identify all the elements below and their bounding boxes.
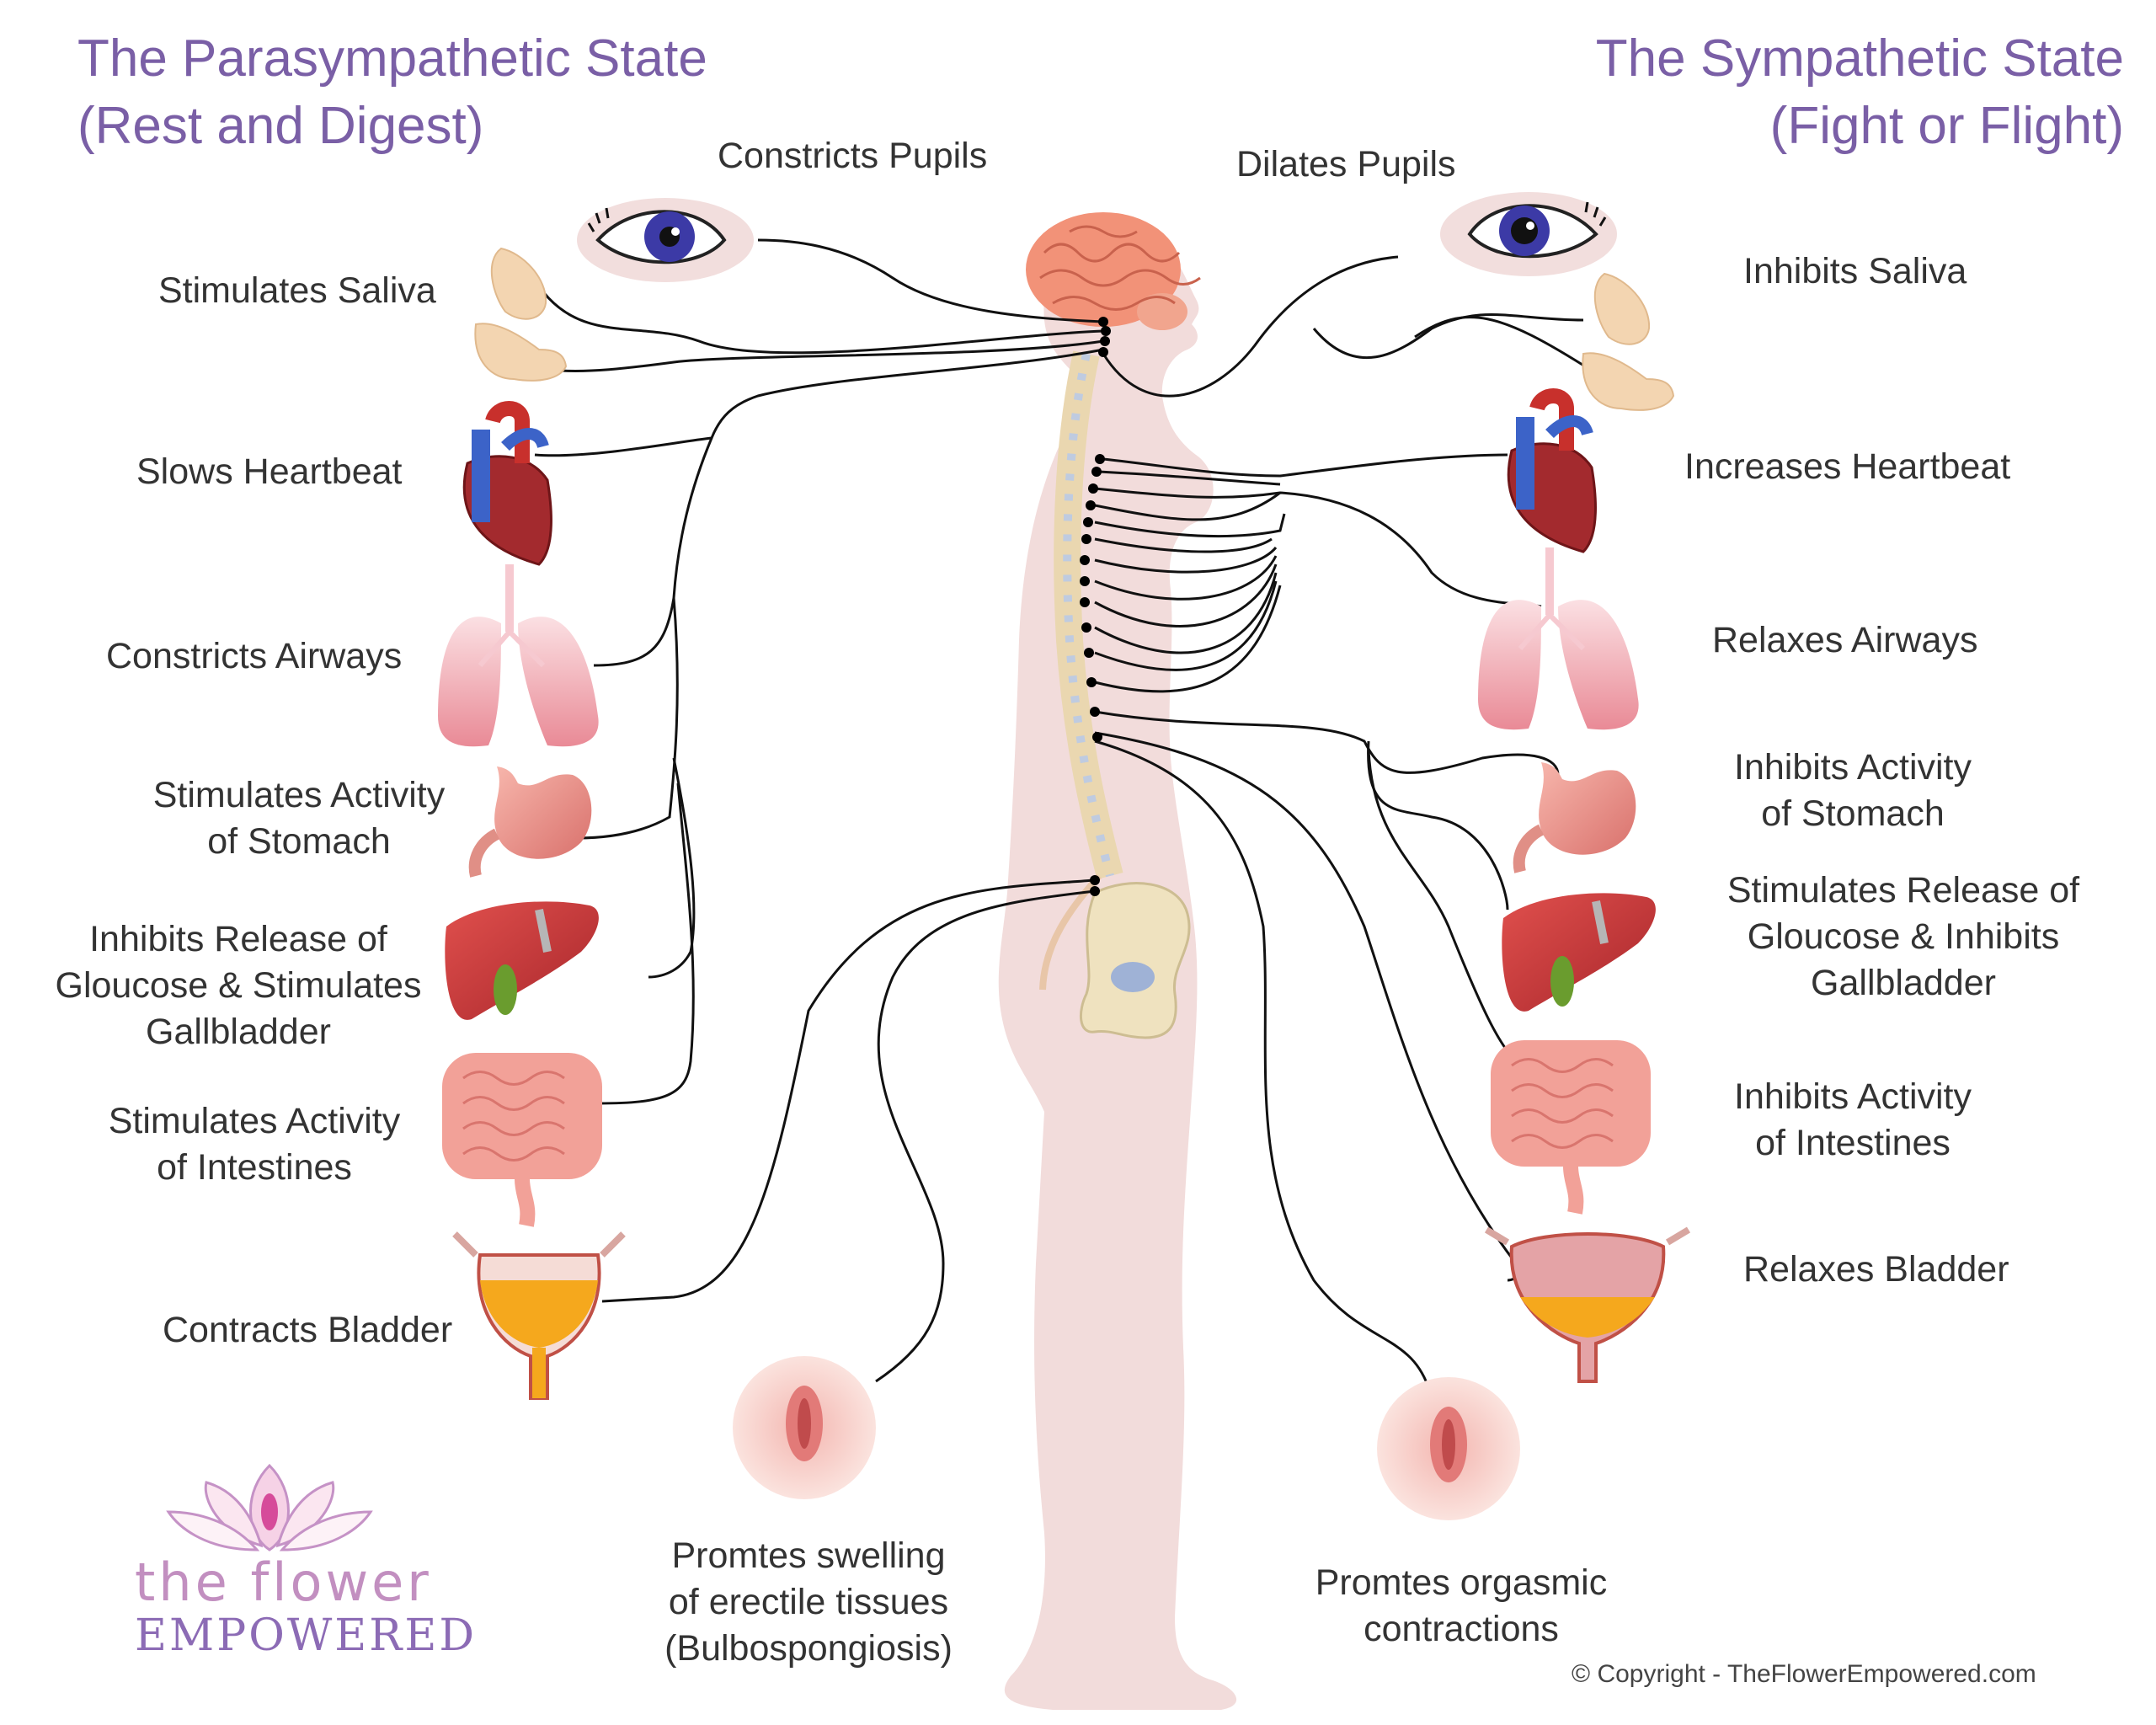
label-inhibits-intestines-line1: Inhibits Activity — [1734, 1076, 1972, 1117]
label-promotes-swelling: Promtes swelling of erectile tissues (Bu… — [644, 1533, 973, 1672]
label-inhibits-saliva: Inhibits Saliva — [1743, 251, 1967, 291]
title-sympathetic-line2: (Fight or Flight) — [1769, 97, 2124, 155]
title-parasympathetic-line2: (Rest and Digest) — [77, 97, 484, 155]
eye-icon — [577, 198, 754, 282]
label-promotes-swelling-line2: of erectile tissues — [668, 1582, 949, 1622]
label-promotes-swelling-line3: (Bulbospongiosis) — [664, 1628, 953, 1669]
label-increases-heartbeat: Increases Heartbeat — [1684, 446, 2011, 487]
label-stimulates-stomach-line1: Stimulates Activity — [152, 775, 446, 815]
salivary-gland-icon — [474, 247, 568, 382]
label-stimulates-intestines-line2: of Intestines — [157, 1147, 352, 1188]
label-inhibits-stomach-line2: of Stomach — [1761, 793, 1945, 834]
bladder-icon — [1484, 1226, 1691, 1383]
vulva-icon — [1377, 1377, 1520, 1520]
intestines-icon — [1491, 1040, 1651, 1215]
label-relaxes-bladder: Relaxes Bladder — [1743, 1249, 2009, 1290]
stomach-icon — [468, 766, 592, 878]
sympathetic-nerves — [1094, 255, 1593, 1399]
brain-icon — [1026, 212, 1201, 330]
vulva-icon — [733, 1356, 876, 1499]
label-stimulates-saliva: Stimulates Saliva — [158, 270, 436, 311]
nerve-dots — [1080, 317, 1111, 896]
lotus-icon — [166, 1463, 373, 1551]
logo-text-line1: the flower — [135, 1551, 432, 1613]
label-promotes-swelling-line1: Promtes swelling — [671, 1535, 946, 1576]
heart-icon — [462, 401, 552, 566]
label-stimulates-intestines-line1: Stimulates Activity — [108, 1101, 401, 1141]
title-parasympathetic-line1: The Parasympathetic State — [77, 29, 707, 88]
spine-icon — [1039, 350, 1123, 991]
intestines-icon — [442, 1053, 602, 1227]
label-inhibits-glucose-line3: Gallbladder — [146, 1012, 331, 1052]
lungs-icon — [1478, 547, 1639, 730]
label-contracts-bladder: Contracts Bladder — [163, 1310, 453, 1350]
heart-icon — [1507, 388, 1597, 553]
label-constricts-pupils: Constricts Pupils — [718, 136, 988, 176]
pelvis-icon — [1079, 882, 1191, 1039]
label-stimulates-intestines: Stimulates Activity of Intestines — [94, 1098, 414, 1191]
label-inhibits-glucose-line1: Inhibits Release of — [89, 919, 387, 959]
label-orgasmic-contractions-line2: contractions — [1364, 1609, 1559, 1649]
stomach-icon — [1513, 762, 1636, 873]
label-inhibits-stomach: Inhibits Activity of Stomach — [1710, 745, 1996, 837]
label-inhibits-intestines-line2: of Intestines — [1755, 1123, 1951, 1163]
label-dilates-pupils: Dilates Pupils — [1236, 144, 1456, 184]
bladder-icon — [452, 1231, 626, 1400]
lungs-icon — [438, 564, 599, 747]
logo-text-line2: EMPOWERED — [135, 1610, 478, 1661]
parasympathetic-nerves — [534, 238, 1104, 1383]
label-inhibits-glucose: Inhibits Release of Gloucose & Stimulate… — [40, 916, 436, 1055]
label-orgasmic-contractions: Promtes orgasmic contractions — [1297, 1560, 1625, 1653]
label-orgasmic-contractions-line1: Promtes orgasmic — [1315, 1562, 1608, 1603]
liver-icon — [1502, 893, 1656, 1012]
label-stimulates-glucose-line3: Gallbladder — [1811, 963, 1996, 1003]
title-sympathetic: The Sympathetic State (Fight or Flight) — [1596, 25, 2124, 160]
label-relaxes-airways: Relaxes Airways — [1712, 620, 1978, 660]
title-parasympathetic: The Parasympathetic State (Rest and Dige… — [77, 25, 707, 160]
label-stimulates-glucose-line2: Gloucose & Inhibits — [1747, 916, 2060, 957]
liver-icon — [445, 901, 599, 1020]
salivary-gland-icon — [1582, 272, 1675, 411]
eye-icon — [1440, 192, 1617, 276]
title-sympathetic-line1: The Sympathetic State — [1595, 29, 2124, 88]
label-stimulates-glucose-line1: Stimulates Release of — [1726, 870, 2080, 911]
label-slows-heartbeat: Slows Heartbeat — [136, 451, 403, 492]
label-constricts-airways: Constricts Airways — [106, 636, 403, 676]
label-stimulates-stomach: Stimulates Activity of Stomach — [139, 772, 459, 865]
label-inhibits-glucose-line2: Gloucose & Stimulates — [55, 965, 422, 1006]
label-inhibits-stomach-line1: Inhibits Activity — [1734, 747, 1972, 788]
label-stimulates-stomach-line2: of Stomach — [207, 821, 391, 862]
label-stimulates-glucose: Stimulates Release of Gloucose & Inhibit… — [1701, 868, 2105, 1007]
label-inhibits-intestines: Inhibits Activity of Intestines — [1710, 1074, 1996, 1167]
copyright-notice: © Copyright - TheFlowerEmpowered.com — [1572, 1660, 2036, 1688]
